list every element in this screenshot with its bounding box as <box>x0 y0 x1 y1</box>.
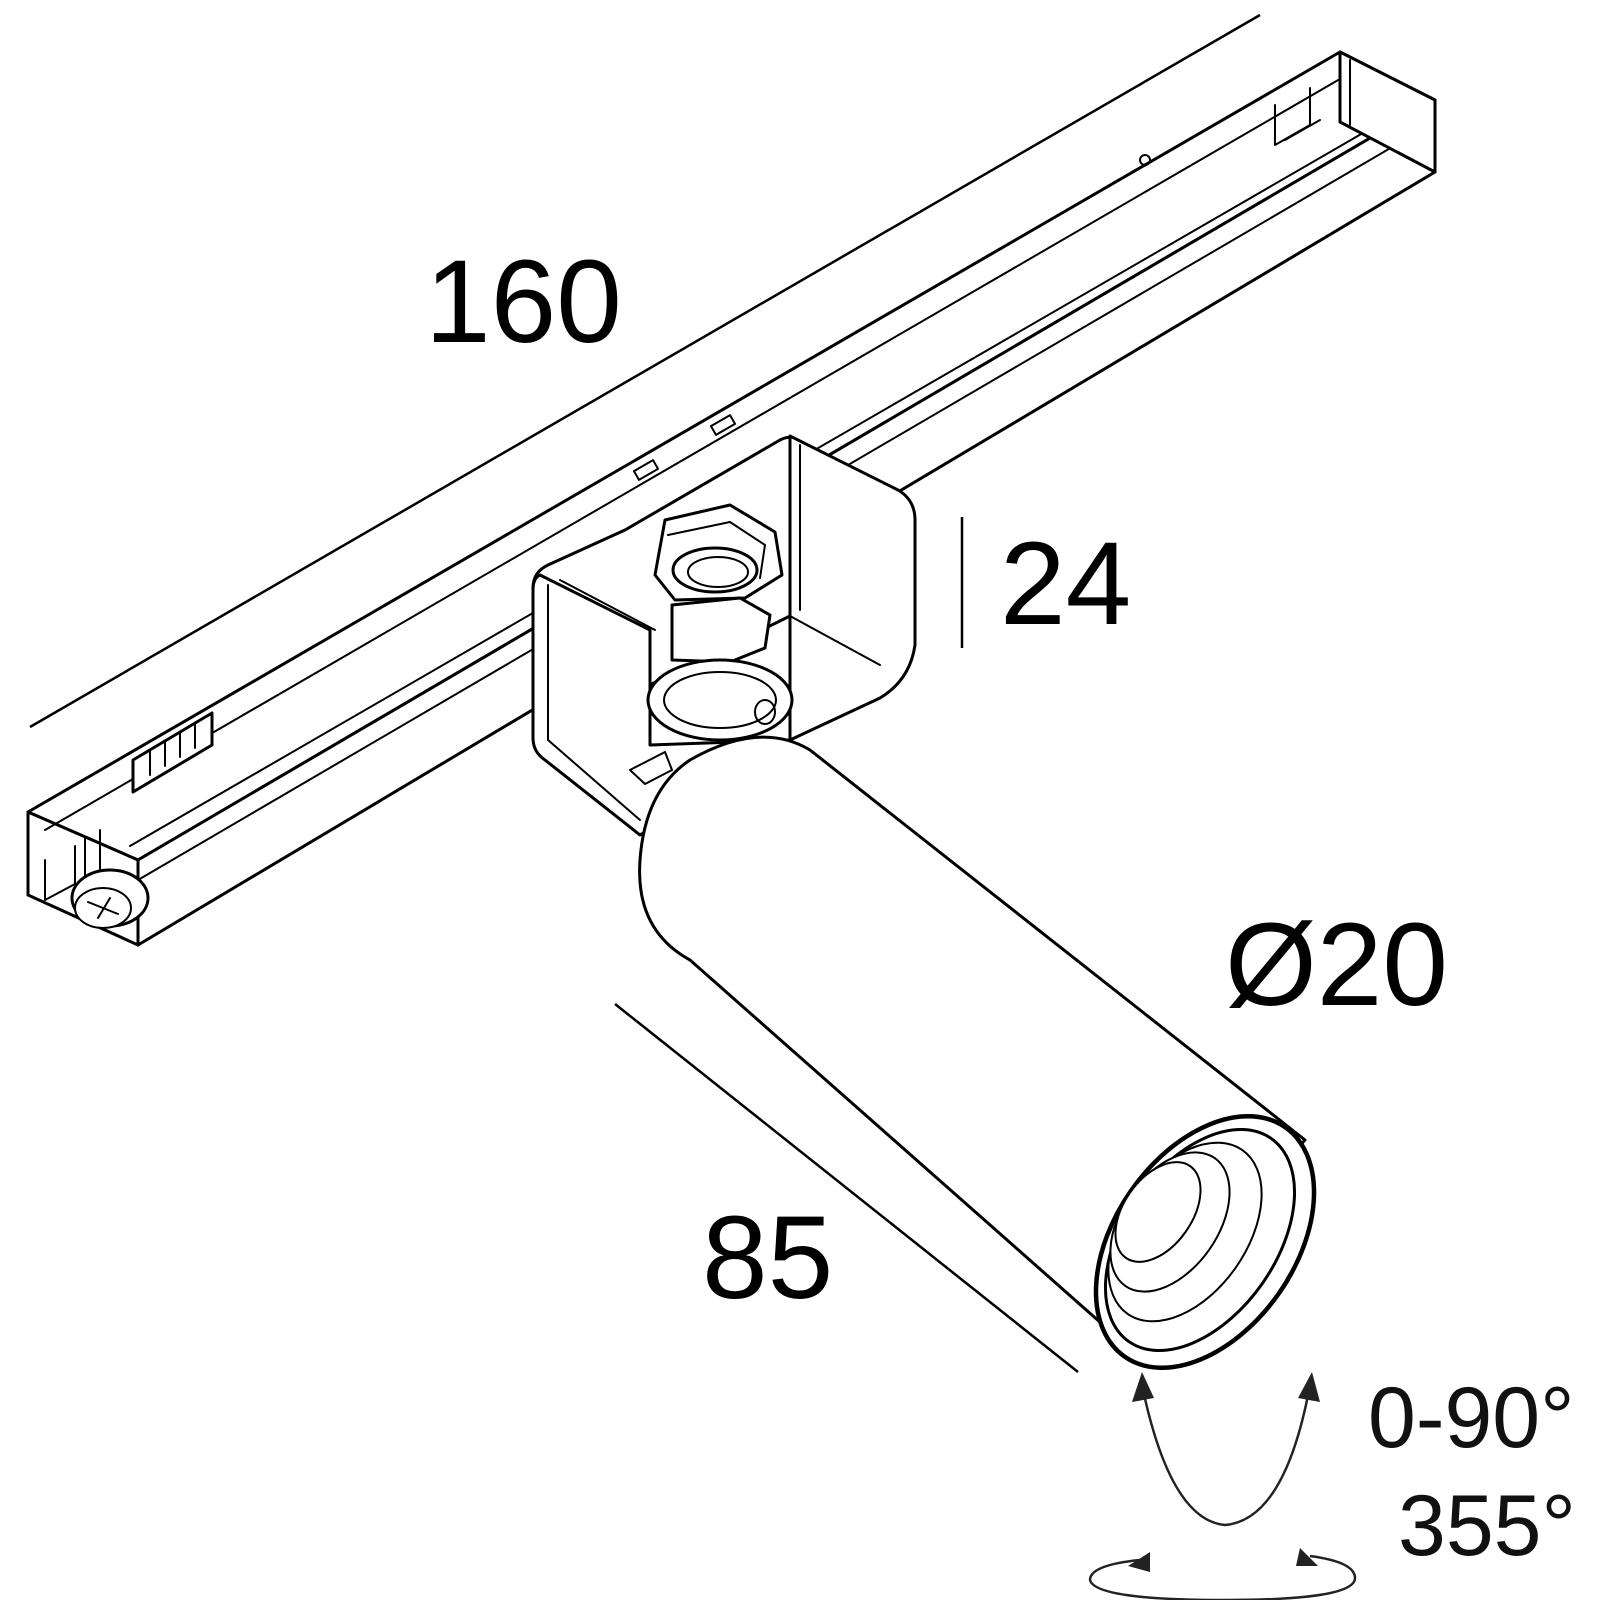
tilt-arrow-icon <box>1132 1372 1320 1527</box>
tilt-range-label: 0-90° <box>1368 1370 1575 1466</box>
spotlight-tube <box>638 735 1317 1371</box>
dimension-diameter-label: Ø20 <box>1225 899 1448 1031</box>
screw-icon <box>70 868 150 929</box>
rotate-range-label: 355° <box>1398 1478 1576 1574</box>
connector-block <box>131 711 214 794</box>
dimension-line-length <box>29 13 1261 729</box>
rotate-arrow-icon <box>1088 1548 1357 1600</box>
dimension-length-label: 160 <box>425 236 622 368</box>
dimension-line-arm <box>614 1003 1079 1373</box>
dimension-arm-label: 85 <box>702 1192 833 1324</box>
adapter-housing <box>531 434 917 837</box>
dimension-height-label: 24 <box>1000 518 1131 650</box>
